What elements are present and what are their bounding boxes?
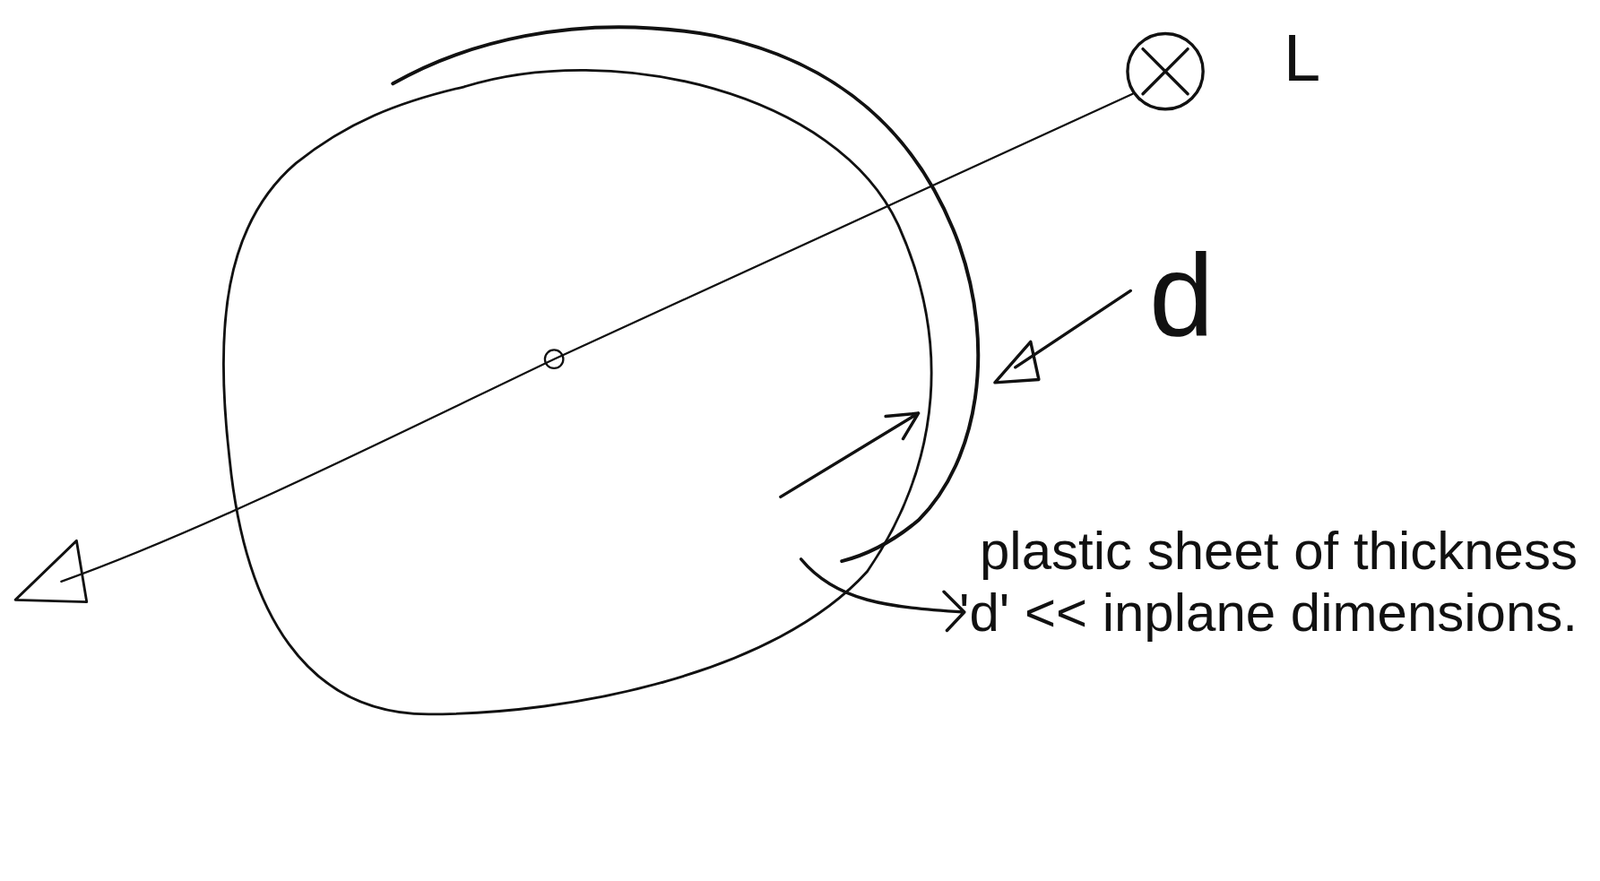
thickness-label: d (1149, 228, 1293, 364)
into-page-cross (1142, 49, 1188, 95)
plastic-sheet (392, 26, 978, 562)
thickness-arrowhead (994, 341, 1039, 383)
sheet-note: plastic sheet of thickness 'd' << inplan… (932, 519, 1578, 644)
into-page-symbol (1127, 34, 1203, 110)
body-outline (223, 69, 932, 715)
leader-arrow (801, 559, 965, 632)
axis-arrowhead (15, 540, 87, 602)
axis-label: L (1283, 19, 1428, 96)
axis-line (60, 94, 1133, 582)
inner-arrow (780, 413, 919, 497)
centre-point (544, 349, 563, 368)
